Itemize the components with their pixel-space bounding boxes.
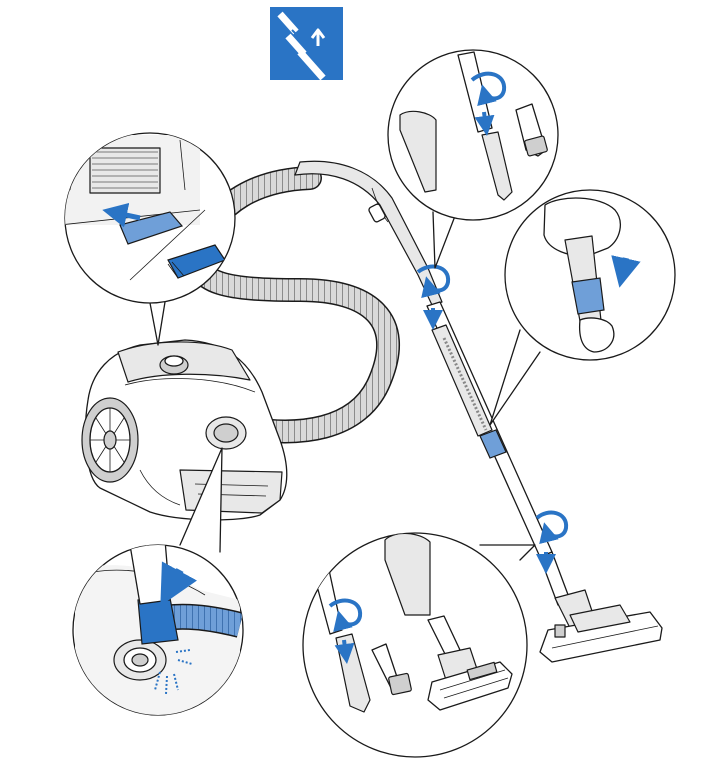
rotate-arrow-icon (328, 598, 363, 633)
rotate-arrow-icon (470, 71, 507, 107)
rotate-arrow-icon (535, 510, 569, 545)
floor-nozzle (539, 551, 663, 663)
push-down-arrow-icon (474, 111, 495, 136)
hose-connection-detail (72, 447, 244, 716)
hose-attach-icon (270, 7, 343, 81)
insert-arrow-icon (102, 202, 141, 228)
push-down-arrow-icon (611, 255, 641, 288)
rotate-arrow-icon (416, 264, 451, 299)
tube-accessories-detail (387, 49, 559, 269)
tube-coupling-detail (489, 189, 676, 426)
accessory-storage-detail (64, 132, 236, 346)
telescopic-tube (426, 301, 553, 558)
click-sound-icon (154, 649, 193, 695)
push-down-arrow-icon (160, 561, 198, 607)
push-down-arrow-icon (334, 639, 355, 664)
nozzle-options-detail (302, 532, 536, 758)
vacuum-cleaner-body (81, 339, 288, 521)
